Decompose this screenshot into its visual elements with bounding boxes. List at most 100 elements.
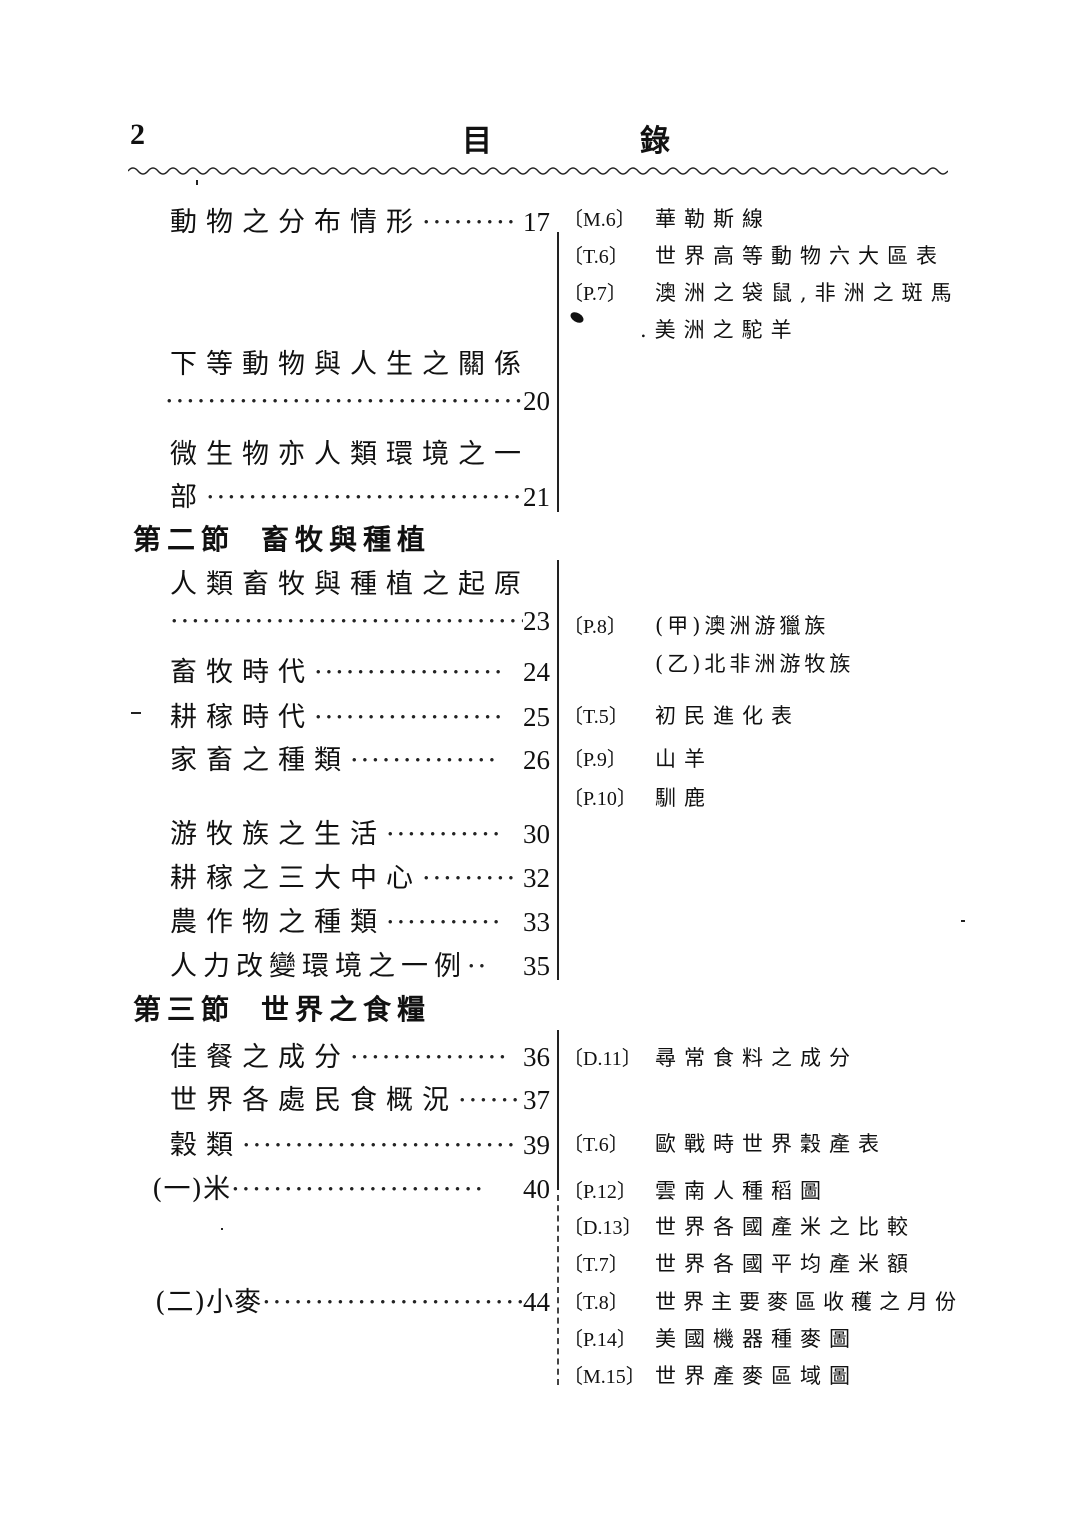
figure-reference: 〔P.10〕 馴鹿 [563,782,713,812]
figure-caption: 世界高等動物六大區表 [655,244,945,268]
section-heading: 第三節世界之食糧 [133,988,431,1028]
entry-page: 39 [523,1130,550,1160]
dot-leader: ·································· [170,606,523,637]
entry-title: 家畜之種類 [170,745,350,776]
wavy-header-rule [128,167,948,175]
section-heading: 第二節畜牧與種植 [133,518,431,558]
entry-page: 40 [523,1174,550,1204]
toc-entry: 畜牧時代 ·················· 24 [170,650,550,689]
entry-title: 耕稼時代 [170,702,314,733]
figure-reference: 〔M.15〕 世界產麥區域圖 [563,1360,858,1390]
entry-title: 游牧族之生活 [170,819,386,850]
stray-speck [961,920,965,922]
figure-reference: 〔T.8〕 世界主要麥區收穫之月份 [563,1286,963,1316]
dot-leader: ·················· [314,657,505,688]
column-divider [557,1195,559,1385]
entry-page: 37 [523,1085,550,1115]
entry-page: 21 [523,482,550,512]
figure-ref-code: 〔M.15〕 [563,1366,646,1388]
toc-entry: 動物之分布情形 ········· 17 [170,200,550,239]
figure-caption: 華勒斯線 [655,207,771,231]
entry-title: 微生物亦人類環境之一 [170,439,530,470]
dot-leader: ··········· [386,819,503,850]
figure-caption: 世界產麥區域圖 [655,1364,858,1388]
figure-caption-continuation: .美洲之駝羊 [640,318,800,342]
figure-ref-code: 〔P.8〕 [563,616,627,638]
entry-page: 36 [523,1042,550,1072]
section-title: 畜牧與種植 [261,523,432,556]
column-divider [557,560,559,980]
entry-title: 農作物之種類 [170,907,386,938]
figure-reference: 〔P.8〕 (甲)澳洲游獵族 [563,610,829,640]
figure-reference: 〔P.7〕 澳洲之袋鼠,非洲之斑馬 [563,277,960,307]
page-number: 2 [130,118,145,151]
entry-title: (一)米 [152,1174,232,1205]
figure-ref-code: 〔P.14〕 [563,1329,637,1351]
figure-reference: 〔D.11〕 尋常食料之成分 [563,1042,858,1072]
figure-caption: 山羊 [655,747,713,771]
toc-entry: 人類畜牧與種植之起原 [170,562,550,601]
column-divider [557,232,559,512]
figure-reference: 〔M.6〕 華勒斯線 [563,203,771,233]
dot-leader: ··············· [350,1042,509,1073]
toc-entry: 下等動物與人生之關係 [170,342,550,381]
figure-reference: 〔P.12〕 雲南人種稻圖 [563,1175,829,1205]
ink-blot [568,310,586,325]
section-number: 第二節 [133,523,236,556]
figure-ref-code: 〔D.11〕 [563,1048,642,1070]
figure-caption: 世界主要麥區收穫之月份 [655,1290,963,1314]
dot-leader: ·················· [314,702,505,733]
figure-caption: 世界各國平均產米額 [655,1252,916,1276]
entry-title: 動物之分布情形 [170,207,422,238]
toc-entry-continuation: ·································· 20 [165,386,550,417]
dot-leader: ········· [422,863,518,894]
toc-entry: 佳餐之成分 ··············· 36 [170,1035,550,1074]
dot-leader: ·············· [350,745,499,776]
column-divider [557,1030,559,1190]
entry-page: 23 [523,606,550,636]
figure-ref-code: 〔T.7〕 [563,1254,629,1276]
toc-entry: (二)小麥 ························· 44 [155,1280,550,1319]
figure-reference: 〔P.9〕 山羊 [563,743,713,773]
page-title-char-2: 錄 [640,124,670,159]
figure-reference: 〔T.5〕 初民進化表 [563,700,800,730]
toc-entry: 人力改變環境之一例 ·· 35 [170,944,550,983]
figure-caption: (甲)澳洲游獵族 [655,614,830,638]
stray-speck [221,1228,223,1230]
entry-page: 17 [523,207,550,237]
dot-leader: ······ [458,1085,522,1116]
entry-page: 25 [523,702,550,732]
page-title-char-1: 目 [462,124,492,159]
dot-leader: ······························ [206,482,523,513]
dot-leader: ········· [422,207,518,238]
figure-ref-code: 〔T.6〕 [563,1134,629,1156]
toc-entry: (一)米 ························ 40 [152,1167,550,1206]
figure-caption-continuation: (乙)北非洲游牧族 [655,652,855,676]
toc-entry: 世界各處民食概況 ······ 37 [170,1078,550,1117]
figure-ref-code: 〔T.8〕 [563,1292,629,1314]
toc-entry: 耕稼時代 ·················· 25 [170,695,550,734]
entry-page: 32 [523,863,550,893]
entry-title: 世界各處民食概況 [170,1085,458,1116]
figure-reference: 〔T.7〕 世界各國平均產米額 [563,1248,916,1278]
stray-mark [131,712,141,714]
dot-leader: ·· [467,951,489,982]
figure-reference: 〔T.6〕 歐戰時世界穀產表 [563,1128,887,1158]
dot-leader: ························· [262,1287,523,1318]
entry-page: 44 [523,1287,550,1317]
figure-ref-code: 〔P.10〕 [563,788,637,810]
entry-page: 33 [523,907,550,937]
toc-entry: 微生物亦人類環境之一 [170,432,550,471]
figure-caption: 美國機器種麥圖 [655,1327,858,1351]
figure-caption: 馴鹿 [655,786,713,810]
entry-title: (二)小麥 [155,1287,263,1318]
figure-ref-code: 〔T.5〕 [563,706,629,728]
figure-caption: 尋常食料之成分 [655,1046,858,1070]
section-title: 世界之食糧 [261,993,432,1026]
section-number: 第三節 [133,993,236,1026]
entry-page: 26 [523,745,550,775]
entry-page: 20 [523,386,550,416]
entry-title: 畜牧時代 [170,657,314,688]
figure-caption: 初民進化表 [655,704,800,728]
